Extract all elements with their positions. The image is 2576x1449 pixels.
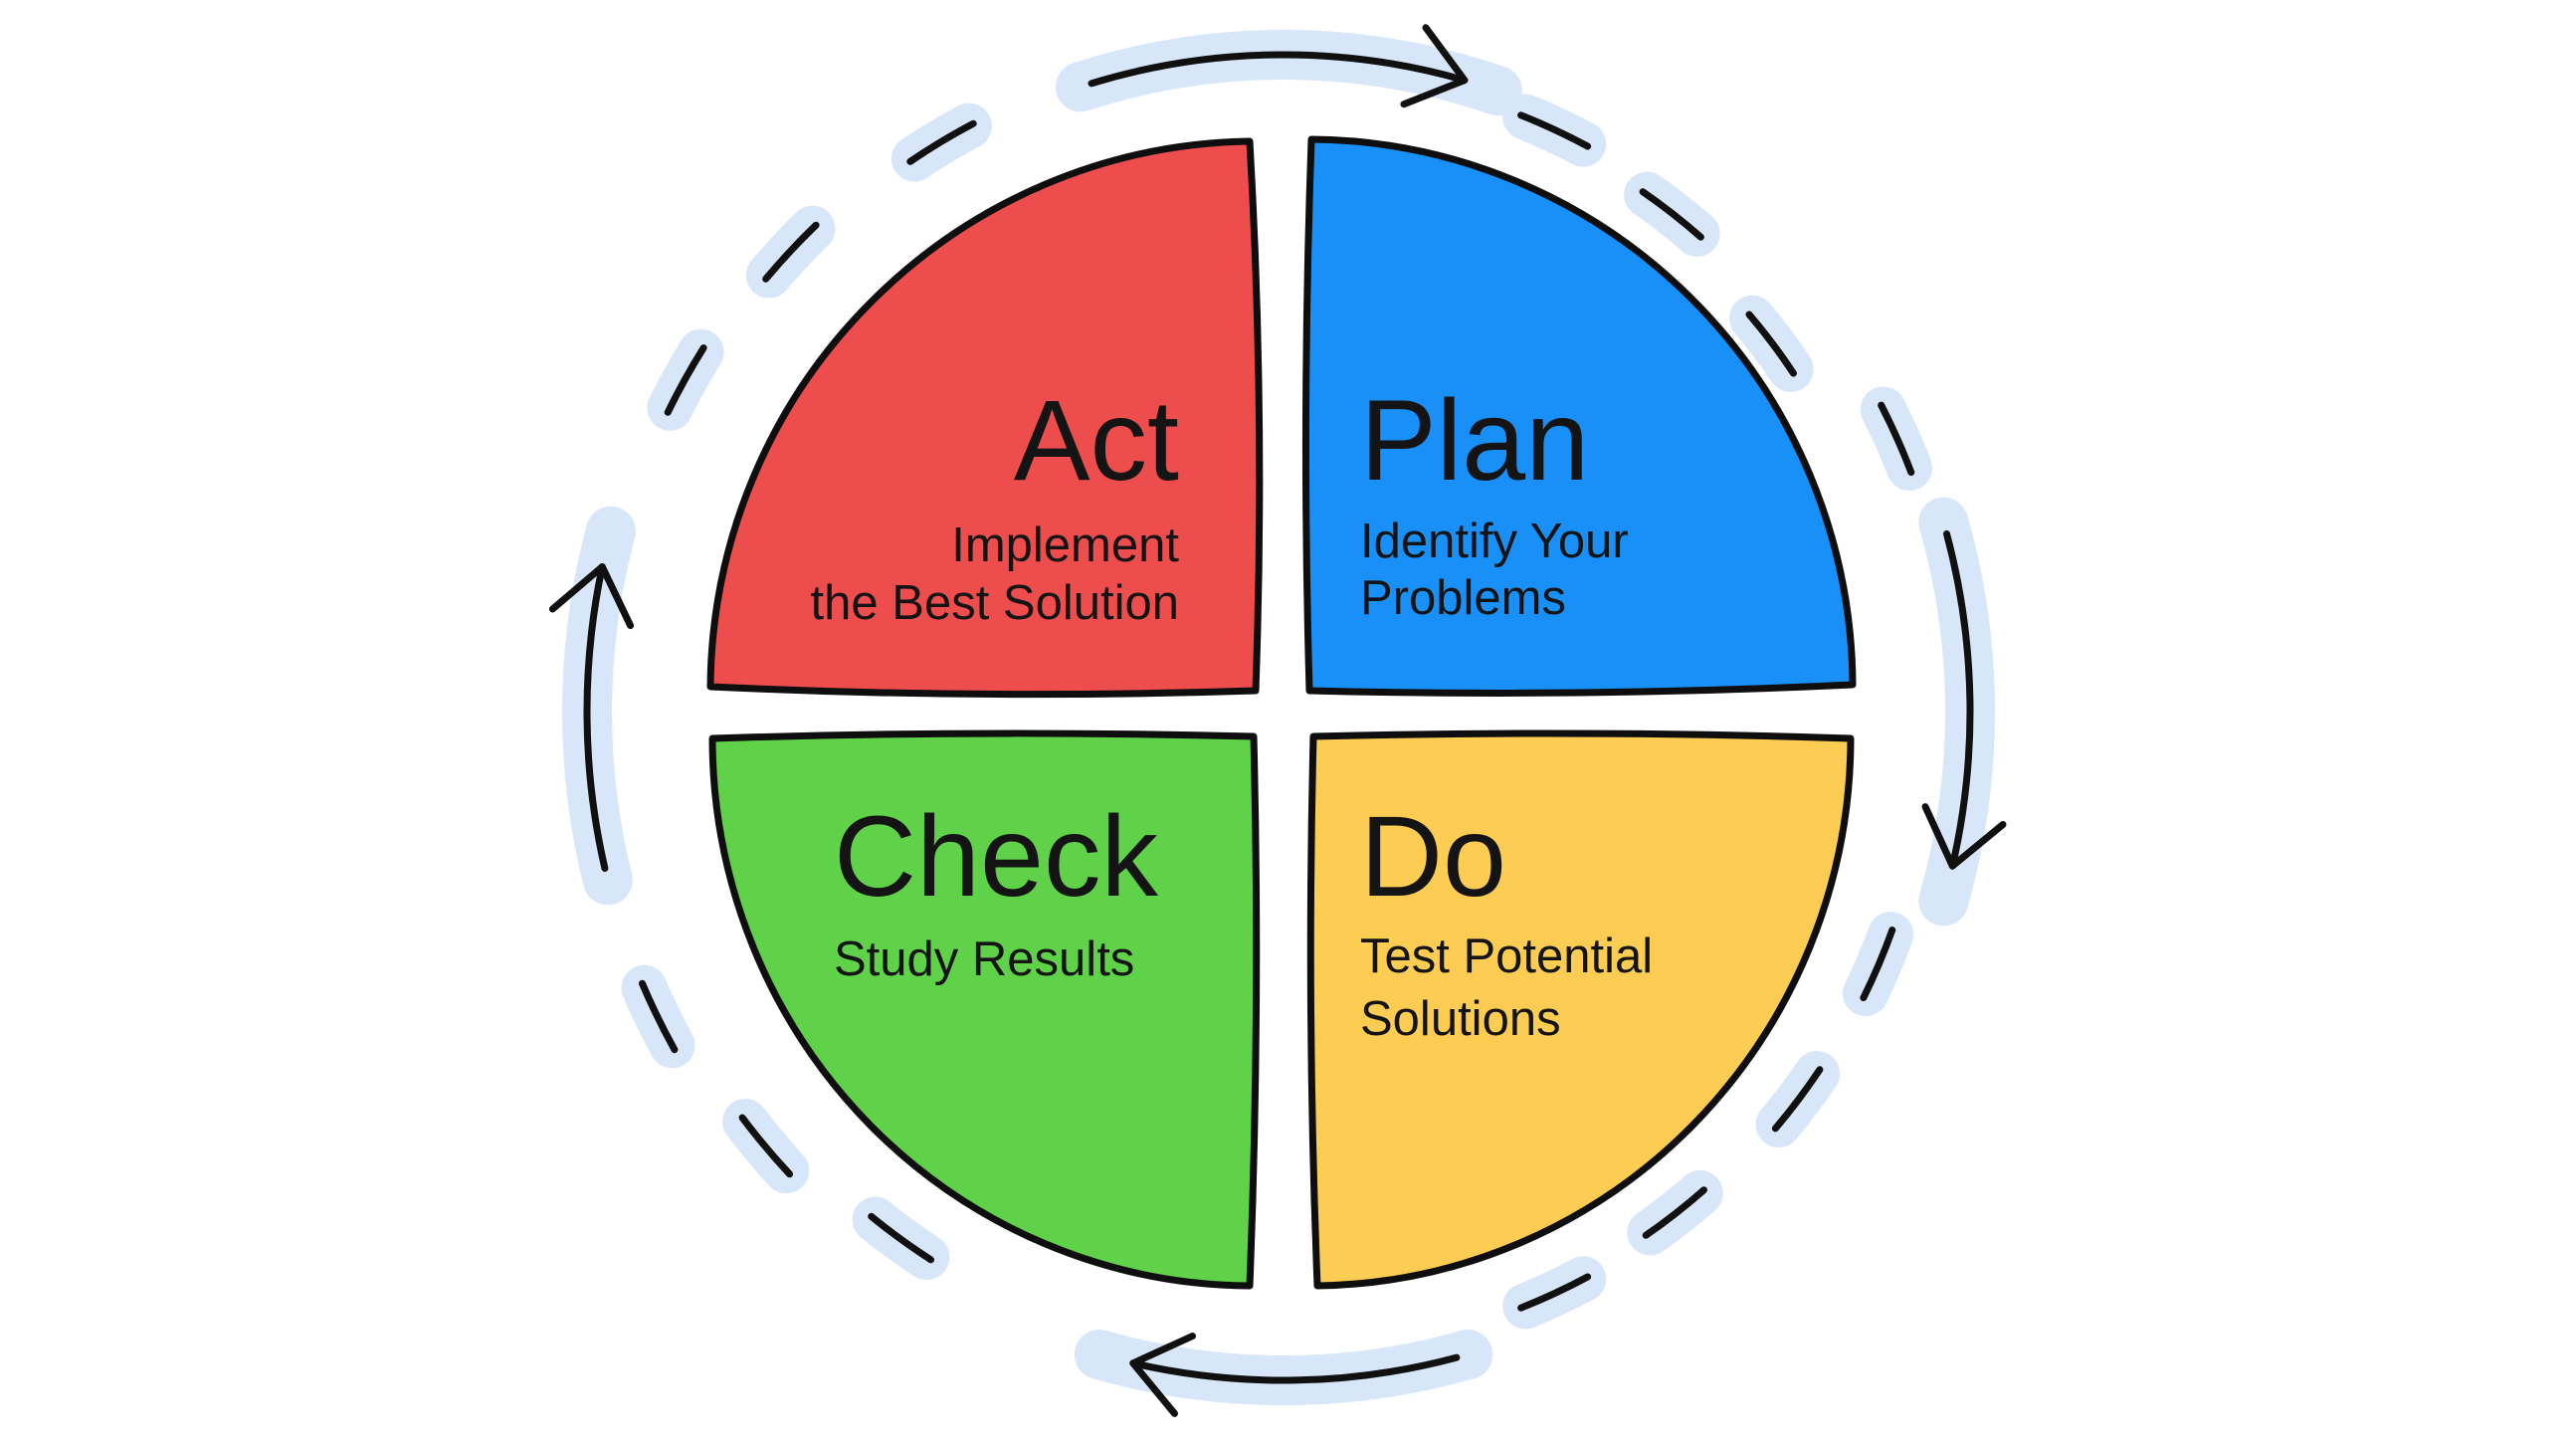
- clockwise-arrowhead-left: [548, 563, 635, 630]
- clockwise-arrow-line-bottom: [1129, 1353, 1461, 1384]
- ring-dash-line: [868, 1212, 934, 1264]
- check-wedge: [708, 729, 1261, 1290]
- ring-dash-line: [1642, 1186, 1707, 1239]
- clockwise-arrowhead-top: [1400, 24, 1469, 108]
- ring-dash-line: [738, 1114, 794, 1178]
- plan-description-line2: Problems: [1360, 571, 1566, 625]
- do-description-line2: Solutions: [1360, 992, 1561, 1046]
- quadrant-check: Check Study Results: [708, 729, 1261, 1290]
- check-label: Check: [834, 793, 1158, 921]
- act-label: Act: [1014, 377, 1179, 505]
- quadrant-do: Do Test Potential Solutions: [1306, 729, 1855, 1290]
- clockwise-arrow-line-right: [1943, 529, 1974, 870]
- do-label: Do: [1360, 793, 1506, 921]
- ring-dash-line: [639, 979, 679, 1054]
- ring-dash-line: [1745, 310, 1797, 377]
- act-wedge: [706, 137, 1264, 699]
- ring-dash-line: [762, 221, 820, 283]
- ring-dash-line: [1878, 401, 1915, 477]
- cycle-ring: [548, 24, 2007, 1417]
- ring-dash-line: [1517, 1273, 1592, 1312]
- check-description-line1: Study Results: [834, 932, 1134, 986]
- quadrant-act: Act Implement the Best Solution: [706, 137, 1264, 699]
- act-description-line2: the Best Solution: [811, 576, 1179, 630]
- ring-dash-line: [906, 119, 977, 165]
- do-wedge: [1306, 729, 1855, 1290]
- clockwise-arrowhead-bottom: [1129, 1333, 1196, 1417]
- ring-dash-line: [1771, 1066, 1824, 1133]
- clockwise-arrowhead-right: [1921, 803, 2007, 870]
- act-description-line1: Implement: [951, 518, 1179, 572]
- ring-dash-line: [664, 344, 707, 416]
- ring-dash-line: [1517, 111, 1592, 150]
- quadrant-plan: Plan Identify Your Problems: [1301, 135, 1857, 697]
- plan-description-line1: Identify Your: [1360, 515, 1629, 568]
- ring-dash-line: [1639, 188, 1704, 241]
- clockwise-arrow-line-left: [583, 563, 609, 872]
- clockwise-arrow-line-top: [1088, 51, 1469, 88]
- ring-dash-line: [1860, 927, 1896, 1002]
- plan-wedge: [1301, 135, 1857, 697]
- do-description-line1: Test Potential: [1360, 930, 1653, 983]
- plan-label: Plan: [1360, 377, 1589, 505]
